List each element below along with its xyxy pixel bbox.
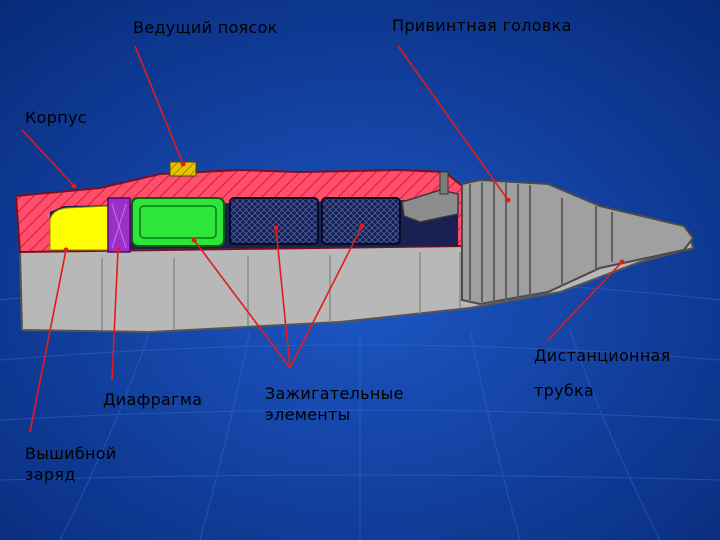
leader-lines bbox=[21, 45, 623, 433]
leader-expelling-charge bbox=[29, 249, 67, 433]
incendiary-element-2 bbox=[229, 197, 319, 245]
incendiary-element-front bbox=[131, 197, 225, 247]
label-time-fuze-line2: трубка bbox=[534, 381, 595, 400]
label-expelling-line2: заряд bbox=[25, 465, 76, 484]
label-time-fuze-line1: Дистанционная bbox=[534, 346, 671, 365]
label-diaphragm: Диафрагма bbox=[103, 390, 203, 409]
label-screw-head: Привинтная головка bbox=[392, 16, 572, 35]
label-incendiary-line1: Зажигательные bbox=[265, 384, 404, 403]
body-details bbox=[101, 252, 461, 330]
leader-screw-head bbox=[397, 45, 509, 201]
leader-body bbox=[21, 129, 75, 187]
leader-time-fuze bbox=[547, 261, 623, 341]
time-fuze bbox=[461, 178, 695, 306]
leader-incendiary-2 bbox=[275, 227, 291, 369]
leader-incendiary-1 bbox=[193, 239, 291, 369]
leader-incendiary-3 bbox=[289, 225, 363, 369]
expelling-charge bbox=[49, 205, 109, 251]
leader-arrowheads bbox=[63, 161, 625, 265]
leader-diaphragm bbox=[111, 249, 119, 381]
label-expelling-line1: Вышибной bbox=[25, 444, 117, 463]
label-driving-band: Ведущий поясок bbox=[133, 18, 278, 37]
label-incendiary-line2: элементы bbox=[265, 405, 351, 424]
incendiary-element-3 bbox=[321, 197, 401, 245]
label-body: Корпус bbox=[25, 108, 87, 127]
leader-driving-band bbox=[134, 45, 184, 165]
fuze-rings bbox=[469, 182, 613, 302]
